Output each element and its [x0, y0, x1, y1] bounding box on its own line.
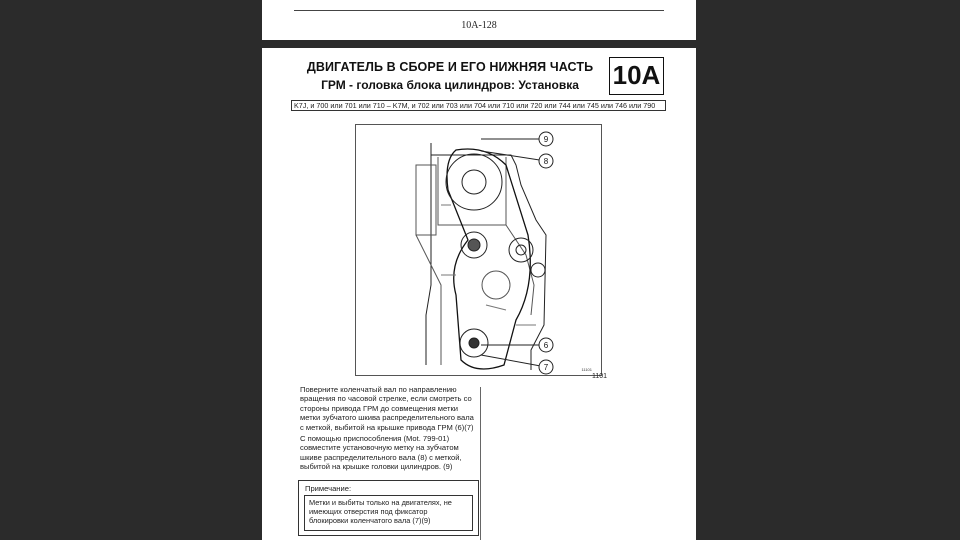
engine-drawing: 9 8 6 7 11101	[415, 131, 593, 375]
callout-8: 8	[544, 157, 549, 166]
previous-page-bottom: 10A-128	[262, 0, 696, 40]
figure-number: 1101	[592, 373, 608, 380]
instruction-paragraph-2: С помощью приспособления (Mot. 799-01) с…	[300, 434, 462, 472]
note-panel: Примечание: Метки и выбиты только на дви…	[298, 480, 479, 536]
page-rule	[294, 10, 664, 11]
figure-small-ref: 11101	[581, 367, 592, 372]
callout-6: 6	[544, 341, 549, 350]
section-code-badge: 10A	[609, 57, 664, 95]
callout-9: 9	[544, 135, 549, 144]
column-divider	[480, 387, 481, 540]
instruction-paragraph-1: Поверните коленчатый вал по направлению …	[300, 385, 474, 432]
page-number: 10A-128	[461, 20, 497, 31]
note-title: Примечание:	[305, 484, 352, 493]
manual-page: ДВИГАТЕЛЬ В СБОРЕ И ЕГО НИЖНЯЯ ЧАСТЬ ГРМ…	[262, 48, 696, 540]
note-body: Метки и выбиты только на двигателях, не …	[304, 495, 473, 531]
section-title: ДВИГАТЕЛЬ В СБОРЕ И ЕГО НИЖНЯЯ ЧАСТЬ	[306, 60, 594, 74]
section-subtitle: ГРМ - головка блока цилиндров: Установка	[321, 78, 579, 92]
timing-belt-diagram: 9 8 6 7 11101	[355, 124, 602, 376]
callout-7: 7	[544, 363, 549, 372]
applicability-line: K7J, и 700 или 701 или 710 – K7M, и 702 …	[291, 100, 666, 111]
